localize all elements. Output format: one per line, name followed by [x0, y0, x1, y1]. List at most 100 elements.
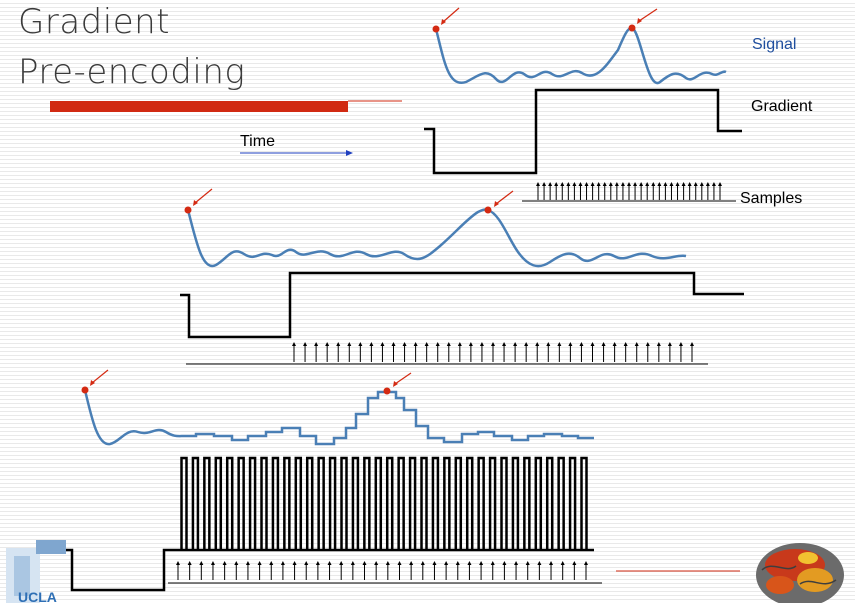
sample-2-arrowhead: [391, 342, 396, 346]
sample-2-arrowhead: [292, 342, 296, 346]
sample-2-arrowhead: [502, 342, 507, 346]
marker-1a: [432, 7, 460, 33]
brain-image: [756, 543, 844, 603]
sample-1-arrowhead: [705, 182, 710, 186]
sample-2-arrowhead: [546, 342, 551, 346]
sample-2-arrowhead: [457, 342, 462, 346]
sample-2-arrowhead: [612, 342, 617, 346]
sample-2-arrowhead: [690, 342, 694, 346]
sample-2-arrowhead: [314, 342, 319, 346]
marker-3b: [383, 372, 412, 395]
sample-2-arrowhead: [446, 342, 451, 346]
sample-3-arrowhead: [432, 561, 437, 565]
signal-trace-2: [186, 208, 687, 268]
sample-2-arrowhead: [568, 342, 573, 346]
sample-3-arrowhead: [525, 561, 530, 565]
sample-1-arrowhead: [608, 182, 613, 186]
sample-3-arrowhead: [514, 561, 519, 565]
sample-1-arrowhead: [536, 182, 540, 186]
sample-2-arrowhead: [634, 342, 639, 346]
marker-3a: [81, 369, 109, 394]
samples-2: [292, 342, 694, 362]
sample-3-arrowhead: [339, 561, 344, 565]
sample-3-arrowhead: [187, 561, 192, 565]
sample-2-arrowhead: [468, 342, 473, 346]
sample-2-arrowhead: [524, 342, 529, 346]
sample-1-arrowhead: [645, 182, 650, 186]
sample-2-arrowhead: [590, 342, 595, 346]
sample-2-arrowhead: [358, 342, 363, 346]
sample-3-arrowhead: [245, 561, 250, 565]
sample-3-arrowhead: [315, 561, 320, 565]
sample-3-arrowhead: [374, 561, 379, 565]
gradient-trace-3: [62, 548, 594, 592]
sample-1-arrowhead: [614, 182, 619, 186]
sample-2-arrowhead: [601, 342, 606, 346]
gradient-trace-2: [180, 271, 744, 339]
row-3: [62, 369, 602, 592]
sample-1-arrowhead: [620, 182, 625, 186]
sample-1-arrowhead: [718, 182, 722, 186]
sample-3-arrowhead: [234, 561, 239, 565]
sample-2-arrowhead: [513, 342, 518, 346]
sample-3-arrowhead: [467, 561, 472, 565]
sample-3-arrowhead: [537, 561, 542, 565]
sample-1-arrowhead: [584, 182, 589, 186]
sample-3-arrowhead: [479, 561, 484, 565]
sample-2-arrowhead: [347, 342, 352, 346]
sample-1-arrowhead: [590, 182, 595, 186]
gradient-trace-1: [424, 88, 742, 175]
sample-3-arrowhead: [304, 561, 309, 565]
ucla-logo: UCLA: [6, 540, 66, 603]
sample-3-arrowhead: [176, 561, 180, 565]
sample-2-arrowhead: [336, 342, 341, 346]
sample-3-arrowhead: [327, 561, 332, 565]
sample-1-arrowhead: [639, 182, 644, 186]
sample-2-arrowhead: [424, 342, 429, 346]
sample-3-arrowhead: [444, 561, 449, 565]
sample-2-arrowhead: [491, 342, 495, 346]
sample-3-arrowhead: [397, 561, 402, 565]
marker-1b: [628, 8, 658, 32]
marker-2a: [184, 188, 213, 214]
sample-2-arrowhead: [303, 342, 308, 346]
gradient-label: Gradient: [751, 98, 813, 115]
sample-1-arrowhead: [657, 182, 662, 186]
sample-2-arrowhead: [479, 342, 484, 346]
sample-2-arrowhead: [535, 342, 540, 346]
sample-3-arrowhead: [560, 561, 565, 565]
row-2: [180, 188, 744, 365]
sample-1-arrowhead: [675, 182, 680, 186]
sample-3-arrowhead: [280, 561, 285, 565]
sample-3-arrowhead: [420, 561, 425, 565]
title-gradient: Gradient: [18, 2, 170, 42]
sample-3-arrowhead: [292, 561, 297, 565]
sample-3-arrowhead: [257, 561, 262, 565]
sample-1-arrowhead: [687, 182, 692, 186]
sample-1-arrowhead: [566, 182, 571, 186]
sample-3-arrowhead: [549, 561, 554, 565]
sample-1-arrowhead: [560, 182, 565, 186]
sample-2-arrowhead: [557, 342, 562, 346]
signal-trace-3: [83, 389, 594, 446]
sample-1-arrowhead: [578, 182, 583, 186]
sample-2-arrowhead: [678, 342, 683, 346]
sample-1-arrowhead: [633, 182, 638, 186]
sample-2-arrowhead: [645, 342, 650, 346]
sample-3-arrowhead: [199, 561, 204, 565]
sample-3-arrowhead: [502, 561, 507, 565]
sample-2-arrowhead: [380, 342, 385, 346]
sample-2-arrowhead: [623, 342, 628, 346]
samples-3: [176, 561, 588, 580]
sample-3-arrowhead: [222, 561, 227, 565]
sample-1-arrowhead: [542, 182, 547, 186]
sample-2-arrowhead: [413, 342, 418, 346]
sample-2-arrowhead: [325, 342, 330, 346]
title-pre-encoding: Pre-encoding: [18, 52, 246, 92]
sample-1-arrowhead: [669, 182, 674, 186]
pulse-train-3: [180, 456, 588, 550]
sample-1-arrowhead: [681, 182, 686, 186]
sample-3-arrowhead: [584, 561, 588, 565]
svg-text:UCLA: UCLA: [18, 589, 57, 603]
